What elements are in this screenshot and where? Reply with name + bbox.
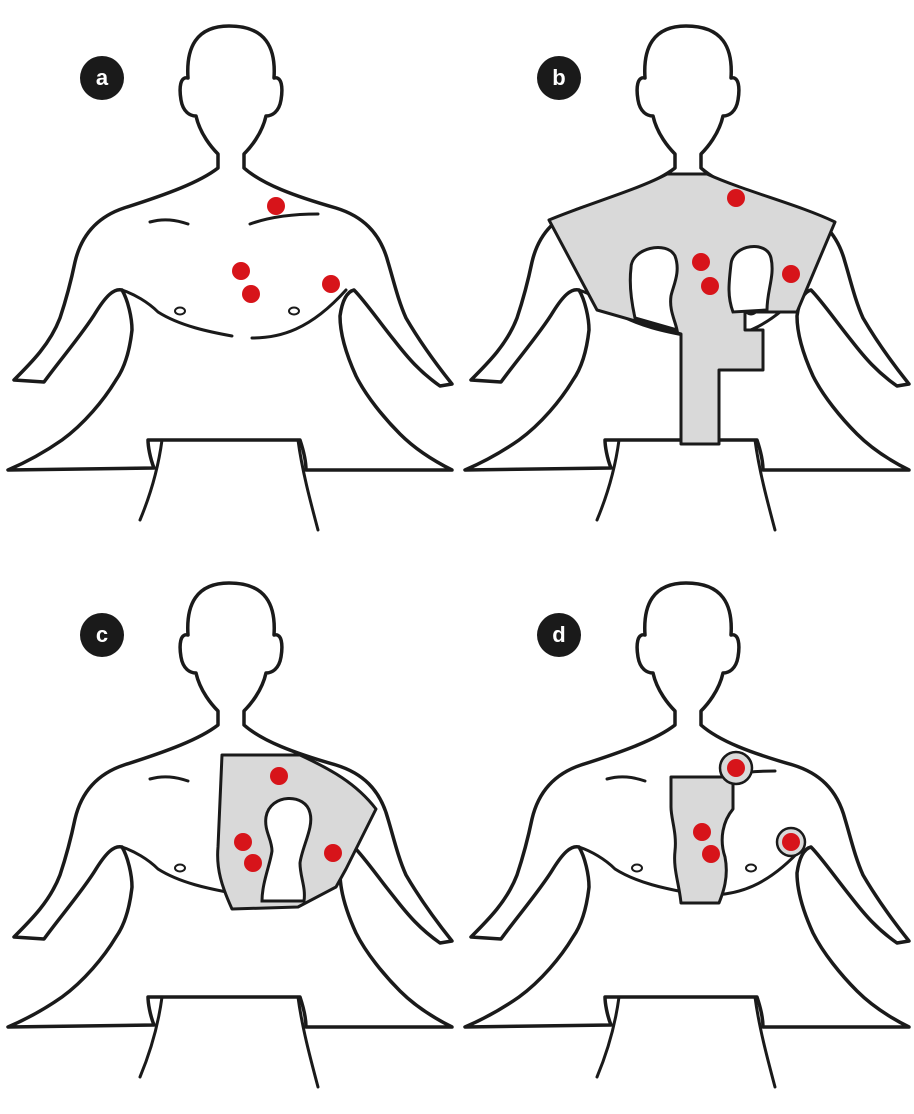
panel-d: d [457, 557, 914, 1114]
electrode [727, 759, 745, 777]
torso-diagram-a [0, 0, 457, 557]
electrode [232, 262, 250, 280]
electrode [234, 833, 252, 851]
electrode [701, 277, 719, 295]
panel-label: b [552, 65, 565, 91]
cutout-right [729, 247, 772, 312]
electrode [324, 844, 342, 862]
electrode [702, 845, 720, 863]
panel-label: c [96, 622, 108, 648]
cutout-left [630, 247, 677, 330]
electrode [270, 767, 288, 785]
electrode [244, 854, 262, 872]
electrode [322, 275, 340, 293]
panel-a: a [0, 0, 457, 557]
electrode [727, 189, 745, 207]
electrode [782, 265, 800, 283]
electrode [242, 285, 260, 303]
panel-label-badge: c [80, 613, 124, 657]
panel-b: b [457, 0, 914, 557]
electrode [692, 253, 710, 271]
torso-diagram-b [457, 0, 914, 557]
electrode [267, 197, 285, 215]
torso-diagram-c [0, 557, 457, 1114]
panel-label-badge: d [537, 613, 581, 657]
panel-label: a [96, 65, 108, 91]
panel-label: d [552, 622, 565, 648]
panel-c: c [0, 557, 457, 1114]
panel-label-badge: a [80, 56, 124, 100]
electrode [782, 833, 800, 851]
panel-label-badge: b [537, 56, 581, 100]
electrode [693, 823, 711, 841]
torso-diagram-d [457, 557, 914, 1114]
